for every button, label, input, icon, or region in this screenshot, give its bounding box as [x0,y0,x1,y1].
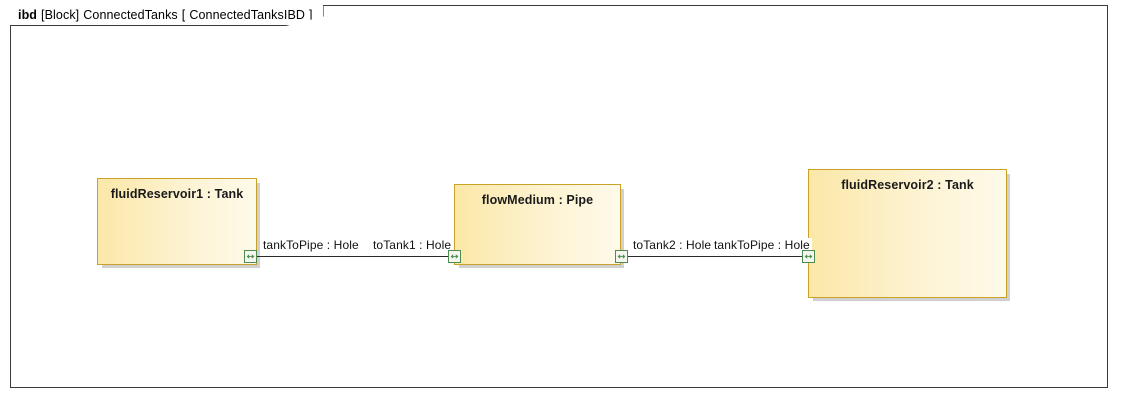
connector-tanktopipe1-to-totank1[interactable] [257,256,448,257]
diagram-block-name: ConnectedTanks [83,8,178,22]
port-tanktopipe-2[interactable] [802,250,815,263]
part-flowmedium[interactable]: flowMedium : Pipe [454,184,621,265]
port-label-tanktopipe-2: tankToPipe : Hole [712,238,812,252]
port-label-tanktopipe-1: tankToPipe : Hole [261,238,361,252]
connector-totank2-to-tanktopipe2[interactable] [628,256,802,257]
bidirectional-flow-arrow-icon [450,253,459,260]
diagram-frame-header: ibd [Block] ConnectedTanks [ ConnectedTa… [10,5,324,26]
port-totank2[interactable] [615,250,628,263]
bidirectional-flow-arrow-icon [246,253,255,260]
part-fluidreservoir2[interactable]: fluidReservoir2 : Tank [808,169,1007,298]
part-fluidreservoir2-label: fluidReservoir2 : Tank [841,178,974,192]
port-totank1[interactable] [448,250,461,263]
diagram-block-stereotype: [Block] [41,8,80,22]
part-fluidreservoir1[interactable]: fluidReservoir1 : Tank [97,178,257,265]
diagram-kind-keyword: ibd [18,8,38,22]
diagram-name: ConnectedTanksIBD [189,8,306,22]
diagram-frame: fluidReservoir1 : Tank flowMedium : Pipe… [10,5,1108,388]
bidirectional-flow-arrow-icon [617,253,626,260]
port-tanktopipe-1[interactable] [244,250,257,263]
diagram-name-bracket-open: [ [181,8,186,22]
diagram-name-bracket-close: ] [309,8,313,22]
port-label-totank2: toTank2 : Hole [631,238,714,252]
part-fluidreservoir1-label: fluidReservoir1 : Tank [110,187,244,201]
bidirectional-flow-arrow-icon [804,253,813,260]
part-flowmedium-label: flowMedium : Pipe [481,193,594,207]
port-label-totank1: toTank1 : Hole [371,238,454,252]
